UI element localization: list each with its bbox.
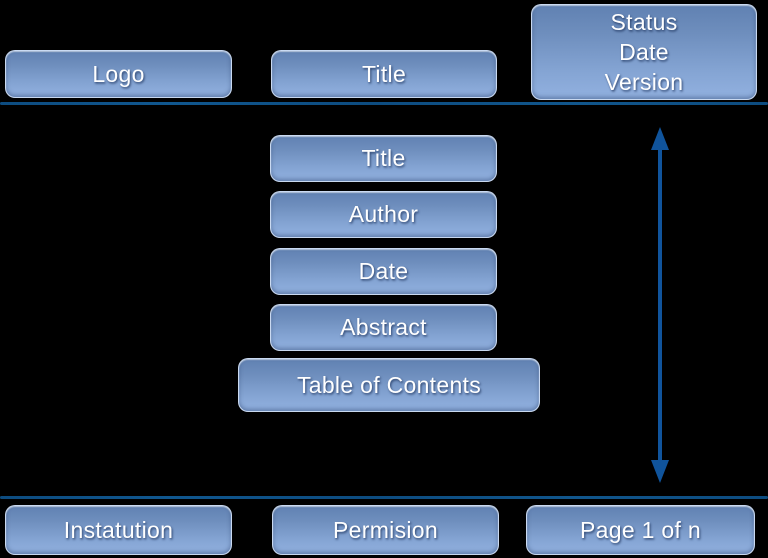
footer-separator-line bbox=[0, 496, 768, 499]
arrowhead-up-icon bbox=[651, 127, 669, 150]
node-permission: Permision bbox=[272, 505, 499, 555]
status-line-3: Version bbox=[604, 69, 684, 95]
node-date: Date bbox=[270, 248, 497, 295]
header-separator-line bbox=[0, 102, 768, 105]
node-logo: Logo bbox=[5, 50, 232, 98]
vertical-double-arrow-icon bbox=[651, 127, 669, 483]
arrow-shaft bbox=[658, 150, 662, 460]
status-line-1: Status bbox=[610, 9, 678, 35]
node-status-date-version: Status Date Version bbox=[531, 4, 757, 100]
node-page-number: Page 1 of n bbox=[526, 505, 755, 555]
node-body-title: Title bbox=[270, 135, 497, 182]
node-institution: Instatution bbox=[5, 505, 232, 555]
status-line-2: Date bbox=[619, 39, 669, 65]
node-author: Author bbox=[270, 191, 497, 238]
node-table-of-contents: Table of Contents bbox=[238, 358, 540, 412]
node-header-title: Title bbox=[271, 50, 497, 98]
arrowhead-down-icon bbox=[651, 460, 669, 483]
node-abstract: Abstract bbox=[270, 304, 497, 351]
